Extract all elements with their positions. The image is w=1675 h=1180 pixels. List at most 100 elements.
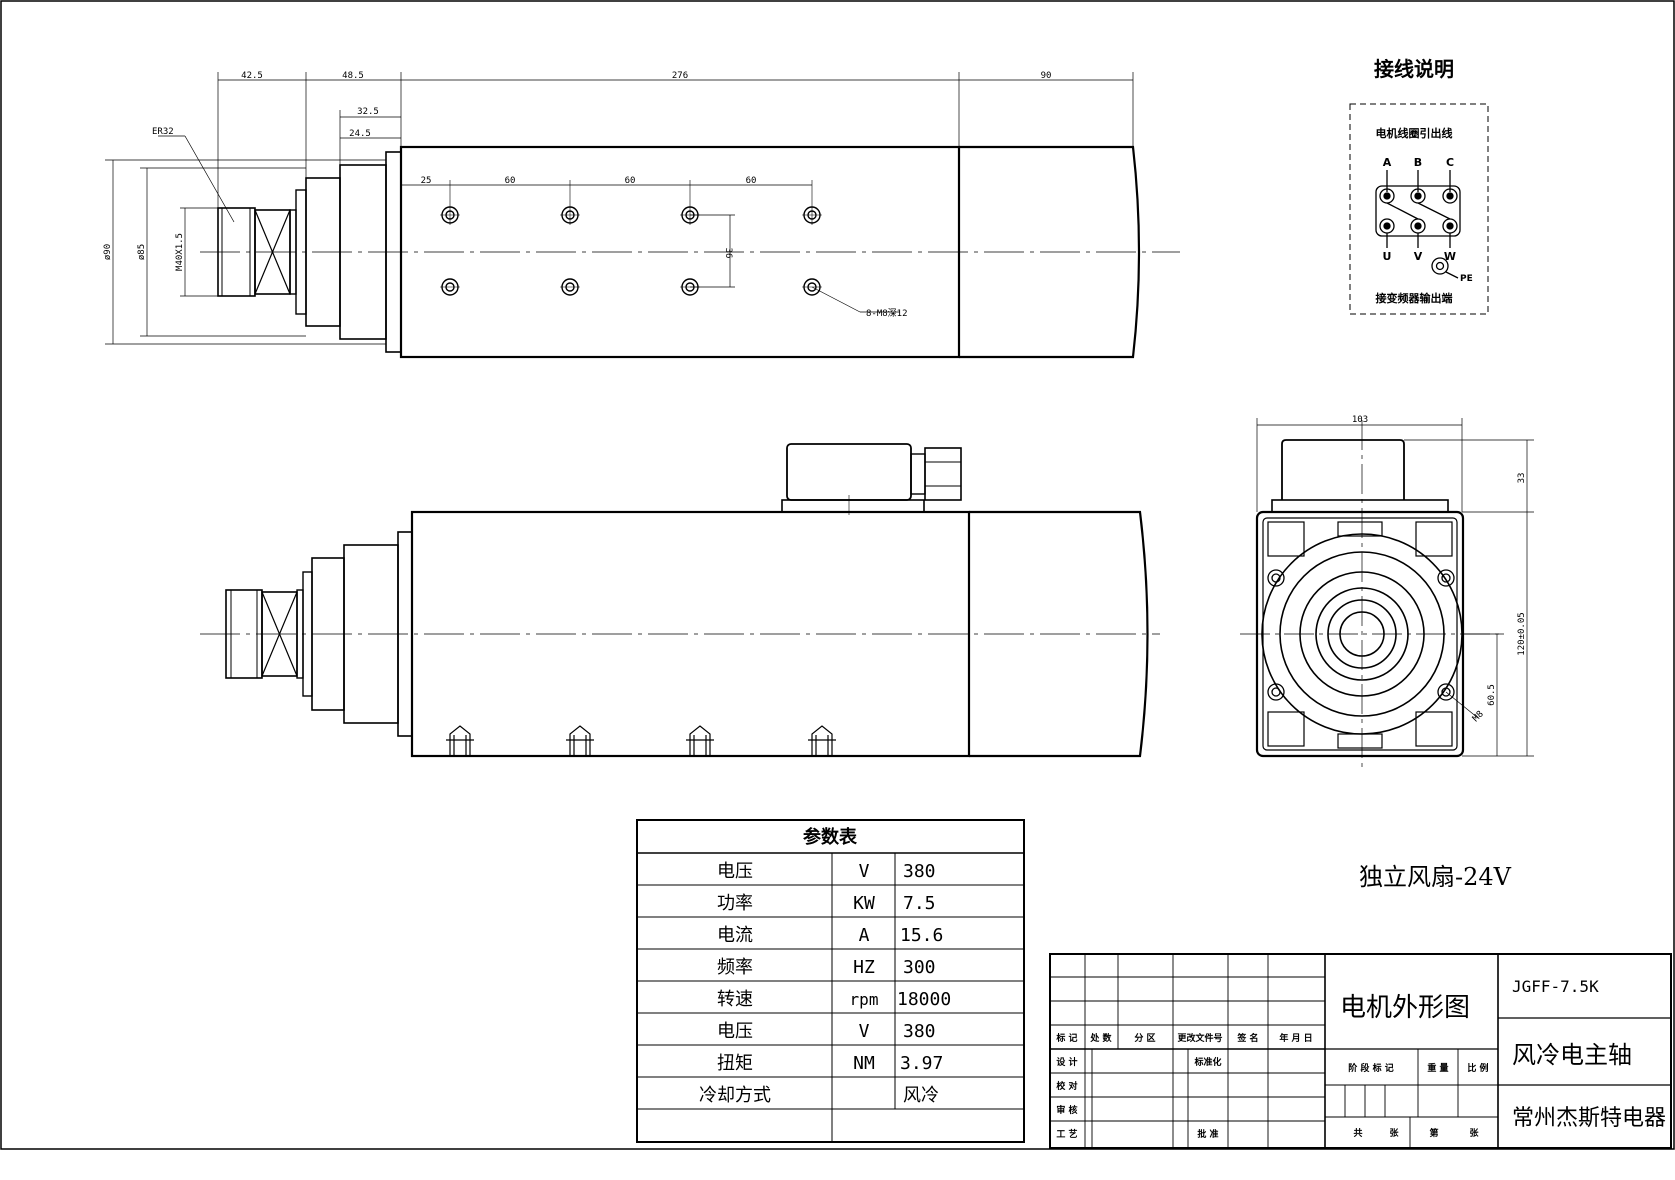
sheet-border xyxy=(0,0,1675,1150)
holes-note: 8-M8深12 xyxy=(866,308,908,319)
dim-276: 276 xyxy=(672,71,688,81)
param-value: 15.6 xyxy=(900,925,943,946)
sheet-unit-label: 张 xyxy=(1389,1127,1399,1139)
title-block-text: 标 记 处 数 分 区 更改文件号 签 名 年 月 日 设 计 校 对 审 核 … xyxy=(1055,977,1666,1140)
m8-label: M8 xyxy=(1471,709,1486,724)
dim-36: 36 xyxy=(723,248,733,259)
param-row: 电流 A 15.6 xyxy=(717,925,943,946)
top-view xyxy=(105,72,1180,359)
dim-24-5: 24.5 xyxy=(349,129,371,139)
param-unit: V xyxy=(859,861,870,882)
rev-header: 更改文件号 xyxy=(1177,1032,1222,1044)
terminal-label-a: A xyxy=(1383,156,1392,169)
wiring-diagram: 接线说明 电机线圈引出线 A B C U V W PE 接变 xyxy=(1349,57,1489,315)
title-block xyxy=(1049,953,1672,1149)
scale-label: 比 例 xyxy=(1467,1062,1488,1074)
param-row: 冷却方式 风冷 xyxy=(699,1085,939,1106)
wiring-title: 接线说明 xyxy=(1374,57,1454,81)
rev-header: 年 月 日 xyxy=(1279,1032,1312,1044)
terminal-label-pe: PE xyxy=(1460,274,1473,284)
total-sheets-label: 共 xyxy=(1353,1127,1362,1139)
side-cable-gland xyxy=(924,447,962,501)
sign-row-label: 审 核 xyxy=(1056,1104,1077,1116)
dim-48-5: 48.5 xyxy=(342,71,364,81)
rev-header: 标 记 xyxy=(1055,1032,1077,1044)
param-unit: HZ xyxy=(853,957,875,978)
side-threaded-holes xyxy=(446,725,836,756)
dim-120: 120±0.05 xyxy=(1517,612,1527,655)
rev-header: 分 区 xyxy=(1134,1032,1155,1044)
wiring-footer: 接变频器输出端 xyxy=(1376,291,1453,305)
dim-60-a: 60 xyxy=(505,176,516,186)
param-name: 电流 xyxy=(717,925,753,946)
sign-row-label: 校 对 xyxy=(1056,1080,1077,1092)
param-value: 18000 xyxy=(897,989,951,1010)
side-er-collet xyxy=(225,589,263,679)
param-name: 电压 xyxy=(717,861,753,882)
param-row: 扭矩 NM 3.97 xyxy=(717,1053,943,1074)
terminal-label-u: U xyxy=(1383,250,1392,263)
param-row: 电压 V 380 xyxy=(717,1021,936,1042)
product-name: 风冷电主轴 xyxy=(1512,1041,1632,1069)
dim-103: 103 xyxy=(1352,415,1368,425)
param-table-title: 参数表 xyxy=(803,826,858,848)
terminal-label-b: B xyxy=(1414,156,1422,169)
weight-label: 重 量 xyxy=(1427,1062,1448,1074)
sign-row-label: 工 艺 xyxy=(1056,1128,1077,1140)
dim-m40: M40X1.5 xyxy=(175,233,185,271)
page-unit-label: 张 xyxy=(1469,1127,1479,1139)
dim-60-c: 60 xyxy=(746,176,757,186)
param-unit: rpm xyxy=(850,990,879,1009)
approve-label: 批 准 xyxy=(1197,1128,1218,1140)
param-name: 电压 xyxy=(717,1021,753,1042)
side-fan-box xyxy=(786,443,912,501)
param-name: 扭矩 xyxy=(717,1053,753,1074)
param-value: 380 xyxy=(903,1021,936,1042)
param-unit: A xyxy=(859,925,870,946)
side-view xyxy=(200,443,1160,758)
dim-33: 33 xyxy=(1517,473,1527,484)
dim-42-5: 42.5 xyxy=(241,71,263,81)
param-row: 电压 V 380 xyxy=(717,861,936,882)
dim-phi85: ø85 xyxy=(137,244,147,260)
top-dimension-labels: 42.5 48.5 276 90 32.5 24.5 25 60 60 60 3… xyxy=(103,71,1051,319)
rev-header: 签 名 xyxy=(1236,1032,1258,1044)
dim-60-5: 60.5 xyxy=(1487,684,1497,706)
rev-header: 处 数 xyxy=(1089,1032,1112,1044)
top-er-collet xyxy=(217,207,256,297)
param-value: 380 xyxy=(903,861,936,882)
param-name: 冷却方式 xyxy=(699,1085,771,1106)
side-rear-cap xyxy=(969,510,1149,758)
sign-row-label: 设 计 xyxy=(1056,1056,1077,1068)
param-value: 7.5 xyxy=(903,893,936,914)
terminal-label-w: W xyxy=(1444,250,1456,263)
param-unit: KW xyxy=(853,893,875,914)
dim-phi90: ø90 xyxy=(103,244,113,260)
param-unit: NM xyxy=(853,1053,875,1074)
param-value: 300 xyxy=(903,957,936,978)
fan-note: 独立风扇-24V xyxy=(1359,863,1512,891)
dim-er32: ER32 xyxy=(152,127,174,137)
param-value: 风冷 xyxy=(903,1085,939,1106)
wiring-header: 电机线圈引出线 xyxy=(1376,126,1453,140)
terminal-label-v: V xyxy=(1414,250,1423,263)
page-no-label: 第 xyxy=(1429,1127,1438,1139)
standardize-label: 标准化 xyxy=(1193,1056,1221,1068)
dim-25: 25 xyxy=(421,176,432,186)
wiring-box xyxy=(1349,103,1489,315)
stage-mark-label: 阶 段 标 记 xyxy=(1348,1062,1393,1074)
dim-90: 90 xyxy=(1041,71,1052,81)
param-row: 频率 HZ 300 xyxy=(717,957,936,978)
dim-60-b: 60 xyxy=(625,176,636,186)
terminal-block xyxy=(1375,170,1461,279)
end-view xyxy=(1240,418,1534,770)
drawing-name: 电机外形图 xyxy=(1340,993,1470,1023)
param-row: 转速 rpm 18000 xyxy=(717,989,951,1010)
param-name: 频率 xyxy=(717,957,753,978)
param-value: 3.97 xyxy=(900,1053,943,1074)
terminal-label-c: C xyxy=(1446,156,1454,169)
top-mounting-holes xyxy=(441,206,821,296)
param-name: 转速 xyxy=(717,989,753,1010)
param-name: 功率 xyxy=(717,893,753,914)
